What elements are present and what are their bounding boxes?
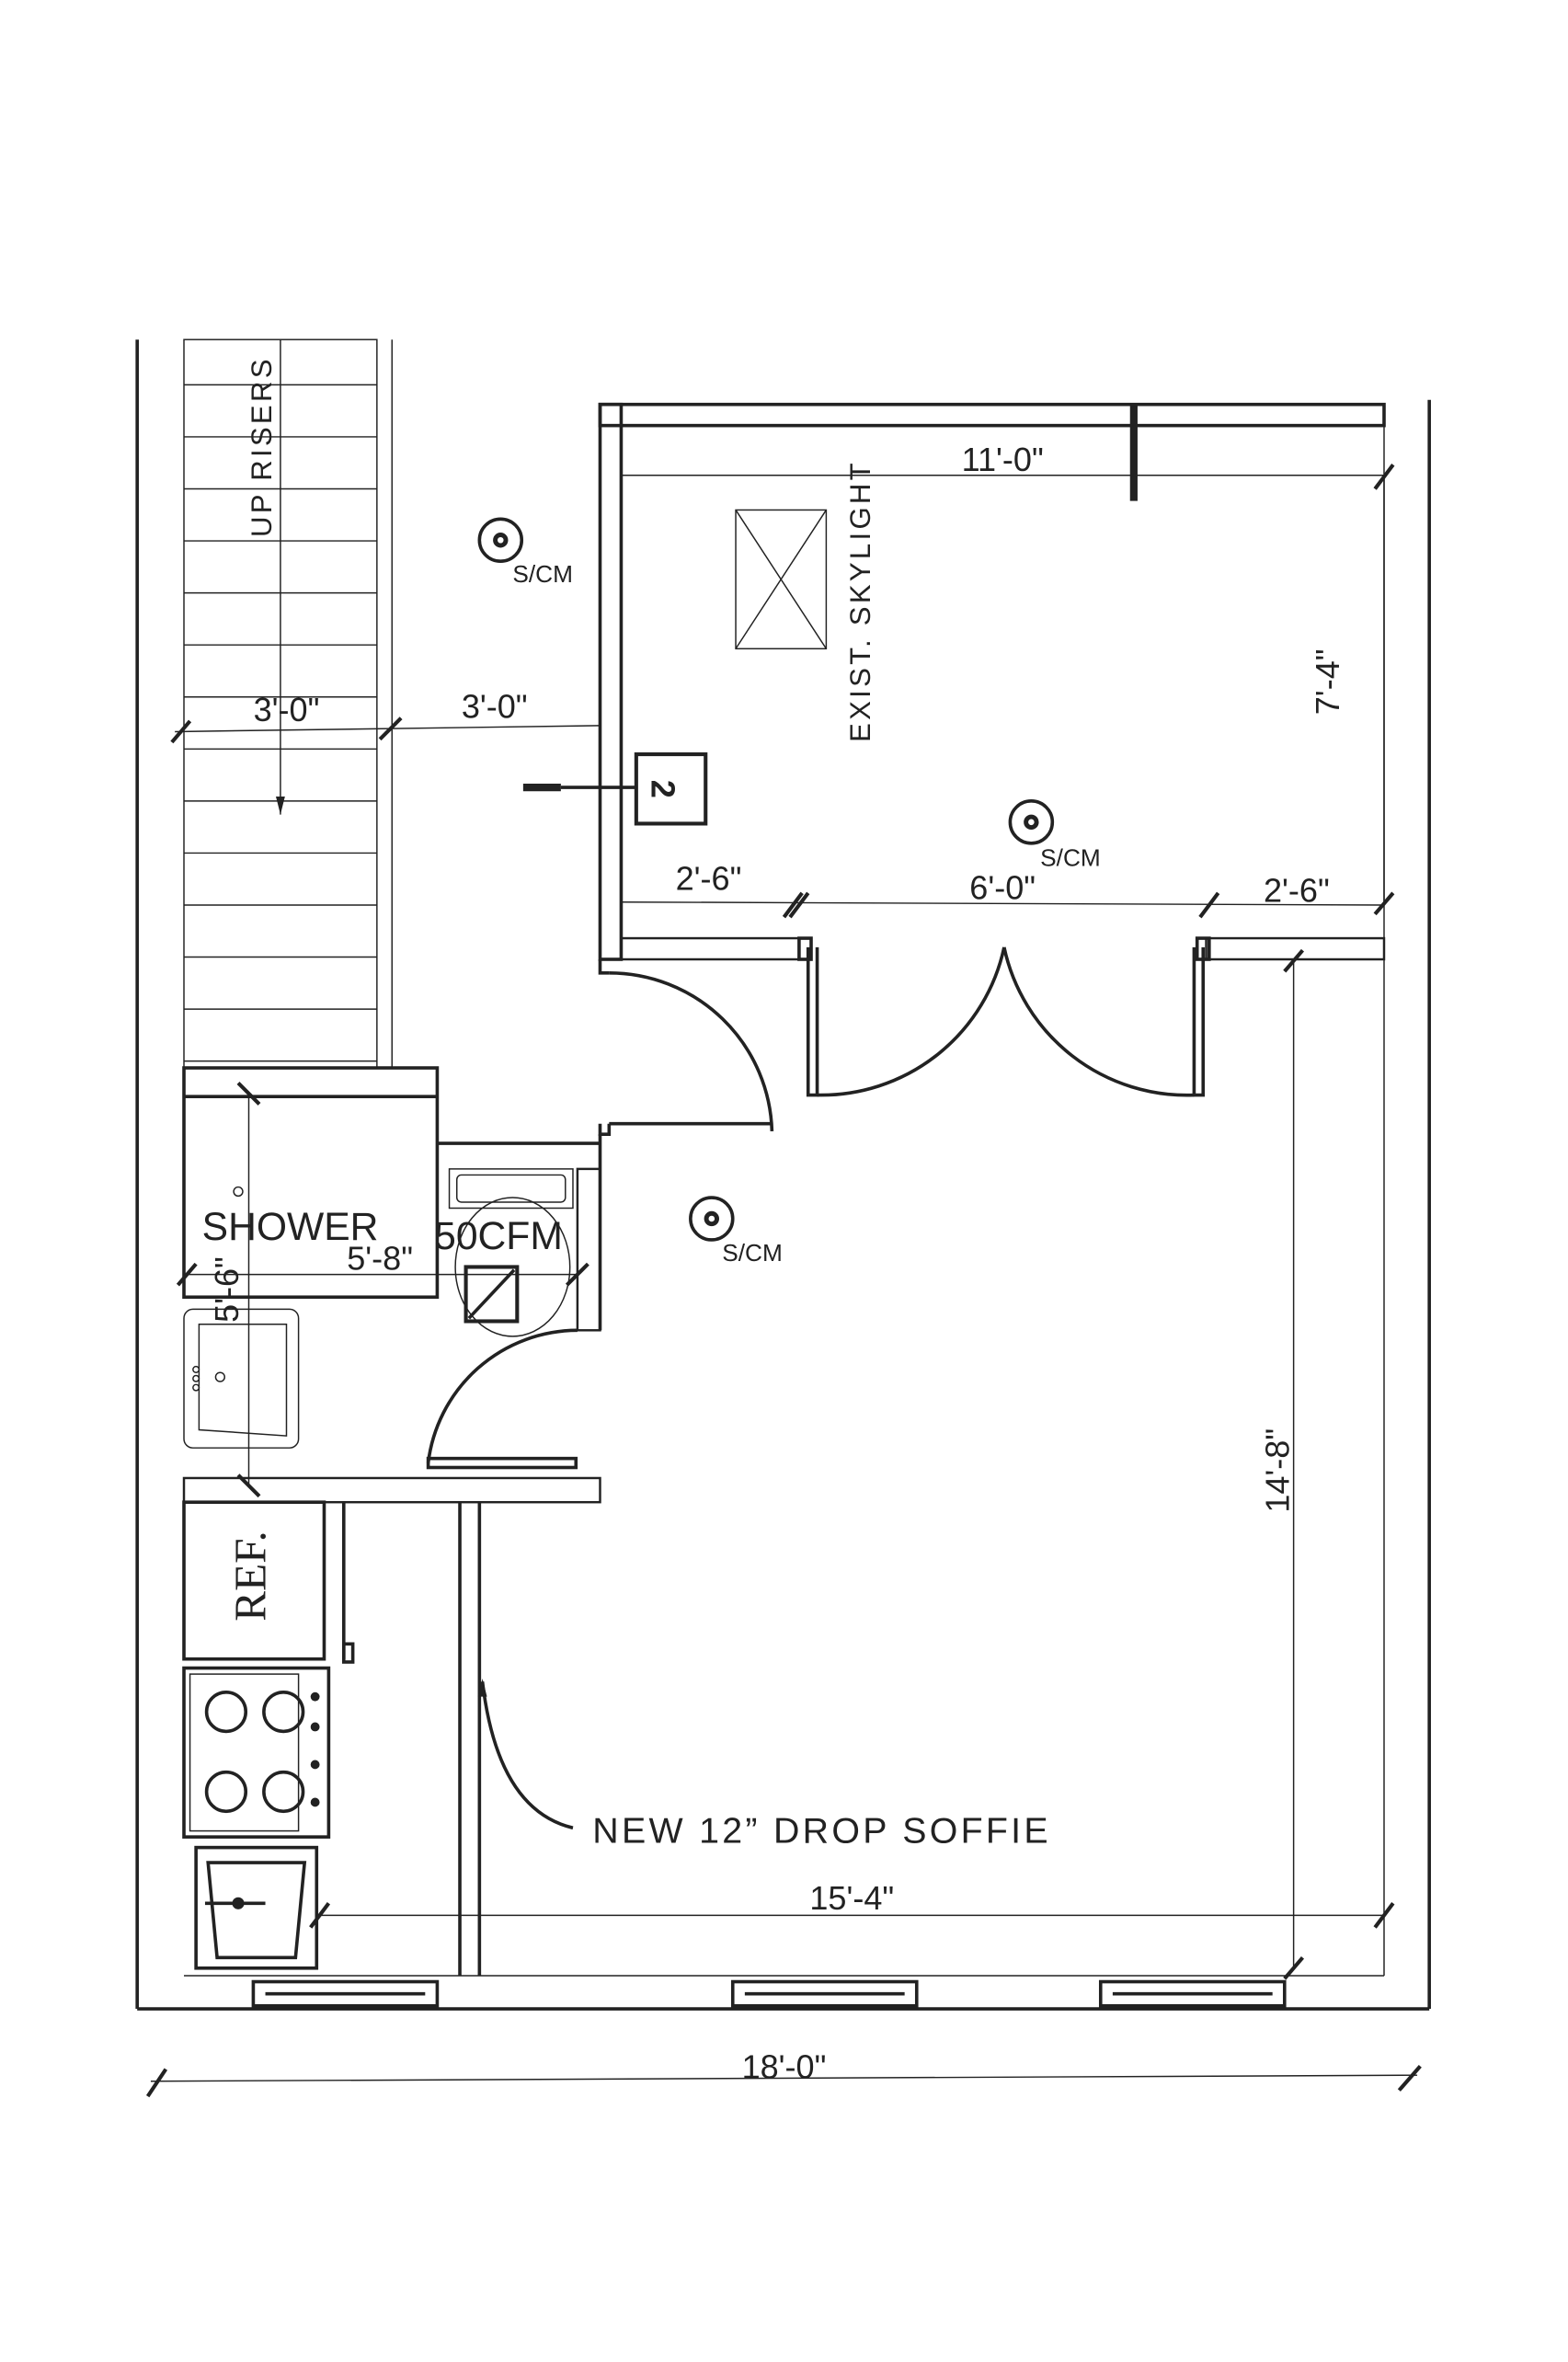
detector-3: S/CM xyxy=(689,1196,783,1267)
exterior-walls xyxy=(135,339,1431,2011)
detector-2: S/CM xyxy=(1008,799,1101,871)
soffit-label: NEW 12” DROP SOFFIE xyxy=(592,1811,1051,1852)
dim-bath-width: 5'-8" xyxy=(347,1240,413,1278)
detail-tag: 2 xyxy=(522,751,708,826)
detector-label: S/CM xyxy=(512,560,573,588)
dim-interior-width: 15'-4" xyxy=(809,1879,894,1917)
detector-label: S/CM xyxy=(1040,843,1101,871)
ref-label: REF. xyxy=(225,1531,276,1622)
dim-bedroom-width: 11'-0" xyxy=(962,441,1044,478)
soffit-leader xyxy=(480,1681,574,1830)
dim-overall-width: 18'-0" xyxy=(742,2047,827,2085)
stairs-label: UP RISERS xyxy=(246,356,278,537)
detector-1: S/CM xyxy=(477,517,573,588)
fan-label: 50CFM xyxy=(434,1214,563,1258)
dim-main-depth: 14'-8" xyxy=(1259,1428,1297,1513)
dim-stair-width: 3'-0" xyxy=(254,691,320,728)
exhaust-fan xyxy=(464,1265,520,1324)
leader-arrow-icon xyxy=(477,1679,487,1697)
skylight-label: EXIST. SKYLIGHT xyxy=(844,460,876,742)
dim-bedroom-depth: 7'-4" xyxy=(1309,648,1346,715)
skylight xyxy=(735,509,828,650)
dim-corridor-width: 3'-0" xyxy=(462,688,528,726)
stair-arrow-icon xyxy=(276,796,285,815)
stairs xyxy=(183,338,393,1069)
shower-label: SHOWER xyxy=(202,1205,379,1249)
dimension-lines xyxy=(150,475,1418,2082)
detail-tag-number: 2 xyxy=(645,780,682,798)
kitchen xyxy=(182,1500,482,1976)
bathroom-sink xyxy=(183,1308,300,1449)
french-doors[interactable] xyxy=(797,936,1211,1097)
dimension-ticks xyxy=(145,464,1422,2098)
bathroom xyxy=(182,1066,602,1504)
windows xyxy=(251,1979,1287,2008)
bedroom-walls xyxy=(598,402,1386,961)
dim-bath-depth: 5'-6" xyxy=(208,1256,246,1323)
stove xyxy=(182,1666,331,1839)
dim-door-opening: 6'-0" xyxy=(969,868,1036,906)
dim-door-left: 2'-6" xyxy=(676,860,742,898)
kitchen-sink xyxy=(194,1845,319,1970)
dimension-labels: 18'-0" 15'-4" 14'-8" 7'-4" 11'-0" 2'-6" … xyxy=(208,441,1346,2086)
dim-door-right: 2'-6" xyxy=(1264,872,1330,910)
detector-label: S/CM xyxy=(722,1239,783,1267)
toilet xyxy=(448,1168,574,1337)
bedroom-door[interactable] xyxy=(598,959,774,1136)
